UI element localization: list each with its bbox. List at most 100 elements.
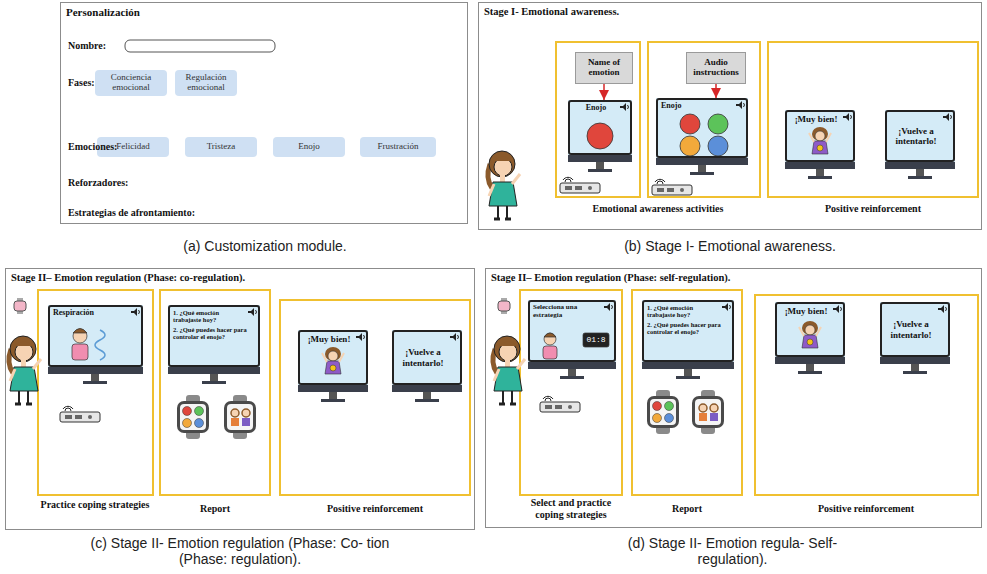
coping-figure — [583, 333, 609, 347]
screen-text: 1. ¿Qué emoción trabajaste hoy? — [173, 309, 247, 324]
monitor-stand — [568, 155, 632, 162]
screen-text: Enojo — [661, 102, 735, 111]
emotion-face — [708, 136, 728, 156]
illustration — [540, 396, 580, 412]
panel-frame: PersonalizaciónConciencia emocional Regul… — [60, 2, 468, 224]
button-label: Conciencia emocional — [97, 73, 165, 93]
illustration — [722, 303, 731, 311]
monitor-stand — [48, 367, 143, 374]
illustration — [943, 113, 952, 121]
illustration — [843, 113, 852, 121]
panel-frame: Stage I- Emotional awareness.Name of emo… — [478, 2, 982, 230]
monitor-stand — [642, 362, 734, 369]
monitor-screen: ¡Vuelve a intentarlo! — [880, 302, 950, 357]
illustration — [736, 101, 745, 109]
panel-title: Personalización — [61, 3, 467, 21]
monitor-stand — [329, 392, 337, 399]
illustration — [60, 406, 100, 422]
coping-figure — [73, 329, 87, 334]
screen-fill — [656, 98, 748, 158]
option-button: Conciencia emocional — [95, 70, 167, 96]
form-label: Nombre: — [68, 40, 123, 51]
section-label: Positive reinforcement — [793, 203, 953, 215]
panel-frame: Stage II– Emotion regulation (Phase: co-… — [5, 268, 475, 530]
option-button: Frustración — [360, 137, 436, 157]
emotion-face — [680, 114, 700, 134]
screen-fill — [168, 305, 260, 367]
monitor-stand — [202, 381, 226, 384]
monitor-stand — [321, 399, 345, 402]
monitor-stand — [83, 381, 107, 384]
panel-title: Stage II– Emotion regulation (Phase: co-… — [6, 269, 474, 286]
screen-fill — [392, 330, 462, 385]
illustration — [620, 103, 629, 111]
monitor-screen: ¡Muy bien! — [775, 302, 845, 357]
section-label: Positive reinforcement — [786, 503, 946, 515]
monitor-stand — [785, 162, 855, 169]
screen-fill — [642, 300, 734, 362]
monitor-stand — [568, 369, 576, 376]
monitor-screen: ¡Muy bien! — [298, 330, 368, 385]
section-label: Report — [657, 503, 717, 515]
monitor-stand — [690, 172, 714, 175]
screen-text: ¡Muy bien! — [308, 334, 351, 344]
monitor-screen: Respiración — [48, 305, 143, 367]
stage-frame — [768, 42, 978, 197]
section-label: Emotional awareness activities — [558, 203, 758, 215]
figure-caption: (d) Stage II- Emotion regula- Self-regul… — [625, 535, 840, 567]
screen-fill — [885, 110, 955, 162]
monitor-screen: ¡Vuelve a intentarlo! — [885, 110, 955, 162]
stage-frame — [648, 42, 760, 197]
emotion-face — [708, 114, 728, 134]
timer-digits: 01:8 — [583, 333, 609, 347]
monitor-screen: Enojo — [568, 100, 632, 155]
monitor-stand — [392, 385, 462, 392]
illustration — [224, 395, 256, 439]
form-label: Fases: — [68, 77, 123, 88]
monitor-stand — [528, 362, 616, 369]
monitor-stand — [798, 371, 822, 374]
monitor-stand — [880, 357, 950, 364]
monitor-stand — [656, 158, 748, 165]
screen-fill — [528, 300, 616, 362]
coping-figure — [544, 333, 556, 345]
emotion-face — [587, 123, 613, 149]
illustration — [652, 179, 692, 195]
illustration — [131, 308, 140, 316]
callout-box: Name of emotion — [575, 52, 633, 84]
panel-title: Stage II– Emotion regulation (Phase: sel… — [486, 269, 981, 286]
monitor-stand — [816, 169, 824, 176]
screen-fill — [568, 100, 632, 155]
name-input — [125, 40, 275, 52]
monitor-screen: ¡Vuelve a intentarlo! — [392, 330, 462, 385]
monitor-stand — [806, 364, 814, 371]
coping-figure — [73, 329, 87, 343]
coping-figure — [543, 346, 557, 359]
monitor-stand — [415, 399, 439, 402]
button-label: Felicidad — [116, 142, 150, 152]
button-label: Tristeza — [207, 142, 236, 152]
illustration — [493, 336, 525, 404]
option-button: Regulación emocional — [175, 70, 237, 96]
stage-frame — [556, 42, 640, 197]
screen-text: 2. ¿Qué puedes hacer para controlar el e… — [173, 326, 247, 341]
screen-fill — [785, 110, 855, 162]
screen-text: Respiración — [53, 309, 130, 318]
screen-text: 1. ¿Qué emoción trabajaste hoy? — [647, 304, 721, 319]
button-label: Enojo — [298, 142, 320, 152]
screen-fill — [880, 302, 950, 357]
stage-frame — [520, 290, 622, 495]
illustration — [488, 151, 520, 219]
monitor-stand — [91, 374, 99, 381]
figure-caption: (b) Stage I- Emotional awareness. — [580, 238, 880, 254]
form-label: Reforzadores: — [68, 177, 158, 188]
coping-figure — [72, 344, 88, 360]
monitor-stand — [423, 392, 431, 399]
illustration — [450, 333, 459, 341]
monitor-stand — [676, 376, 700, 379]
connector-arrow — [603, 84, 605, 100]
monitor-screen: 1. ¿Qué emoción trabajaste hoy?2. ¿Qué p… — [642, 300, 734, 362]
monitor-stand — [210, 374, 218, 381]
screen-fill — [48, 305, 143, 367]
